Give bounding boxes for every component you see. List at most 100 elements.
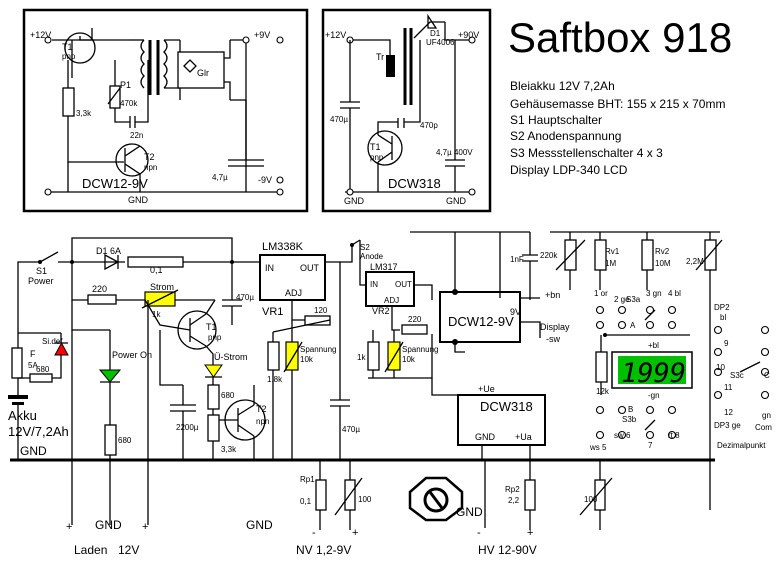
label-nv: NV 1,2-9V — [296, 543, 351, 557]
dcw12-t2-type: npn — [144, 163, 157, 172]
label-rp2: Rp2 — [505, 485, 520, 494]
dcw12-out-pos: +9V — [254, 30, 270, 40]
terminal-minus: - — [477, 527, 481, 539]
label-spannung: Spannung — [300, 345, 336, 354]
label-10k2: 10k — [402, 355, 416, 364]
label-dp2bl: bl — [720, 313, 726, 322]
main-schematic: GND — [8, 231, 772, 557]
label-power-on: Power On — [112, 350, 152, 360]
label-1k: 1k — [152, 310, 161, 319]
label-s3c: S3c — [730, 371, 744, 380]
label-s2: S2 — [360, 243, 370, 252]
dcw12-glr-label: Glr — [197, 68, 209, 78]
label-power: Power — [28, 276, 54, 286]
label-18k: 1,8k — [267, 375, 283, 384]
label-lm338: LM338K — [262, 241, 304, 253]
label-gn: gn — [762, 411, 771, 420]
label-p10: 10 — [716, 363, 725, 372]
spec-line: Gehäusemasse BHT: 155 x 215 x 70mm — [510, 97, 725, 111]
label-p7: 7 — [648, 441, 653, 450]
label-r33k: 3,3k — [221, 445, 237, 454]
spec-list: Bleiakku 12V 7,2Ah Gehäusemasse BHT: 155… — [510, 79, 725, 177]
dcw12-c-value: 22n — [130, 131, 143, 140]
label-9v: 9V — [510, 307, 521, 317]
terminal-plus: + — [142, 521, 148, 533]
label-t2: T2 — [256, 404, 267, 414]
label-c2200: 2200µ — [176, 423, 199, 432]
label-rp2-val: 2,2 — [508, 496, 520, 505]
label-dezimalpunkt: Dezimalpunkt — [717, 441, 766, 450]
dcw318-c-fb: 470p — [420, 121, 438, 130]
label-si-def: Si.def — [42, 337, 63, 346]
dcw318-vcc: +12V — [325, 30, 346, 40]
label-p6sw: sw 6 — [614, 431, 631, 440]
inset-dcw12-9v: +12V T1 pnp P1 470k 3,3k 22n T2 npn Glr … — [22, 8, 309, 213]
spec-line: S2 Anodenspannung — [510, 129, 621, 143]
label-12k: 12k — [596, 387, 610, 396]
label-p4bl: 4 bl — [668, 289, 681, 298]
dcw318-d1-type: UF4006 — [426, 38, 455, 47]
label-p5ws: ws 5 — [589, 443, 607, 452]
label-minusgn: -gn — [648, 391, 660, 400]
label-vr1: VR1 — [262, 306, 283, 318]
dcw12-out-neg: -9V — [258, 175, 272, 185]
label-minus-sw: -sw — [546, 334, 560, 344]
label-t1-type: pnp — [208, 333, 222, 342]
dcw318-t1: T1 — [370, 142, 381, 152]
dcw318-d1: D1 — [430, 29, 441, 38]
dcw12-p1-label: P1 — [120, 80, 131, 90]
label-u-strom: Ü-Strom — [214, 352, 248, 362]
dcw12-c-out: 4,7µ — [212, 173, 228, 182]
label-1nf: 1nF — [510, 255, 524, 264]
label-dcw318: DCW318 — [480, 399, 533, 414]
label-gnd-mid: GND — [456, 505, 483, 519]
label-spannung2: Spannung — [402, 345, 438, 354]
label-plusbl: +bl — [648, 341, 659, 350]
label-adj: ADJ — [285, 288, 302, 298]
label-r680: 680 — [118, 436, 132, 445]
label-in: IN — [265, 263, 274, 273]
label-r100a: 100 — [358, 495, 372, 504]
dcw12-name: DCW12-9V — [82, 176, 148, 191]
spec-line: S1 Hauptschalter — [510, 113, 602, 127]
dcw12-t1-type: pnp — [62, 52, 76, 61]
label-hv: HV 12-90V — [478, 543, 537, 557]
label-r220b: 220 — [408, 315, 422, 324]
label-s1: S1 — [36, 266, 47, 276]
label-com: Com — [755, 423, 772, 432]
dcw12-t1-label: T1 — [62, 42, 73, 52]
label-rv2-val: 10M — [655, 259, 671, 268]
dcw12-r-value: 3,3k — [76, 109, 92, 118]
s3a-switch — [595, 305, 690, 337]
s3b-switch — [595, 405, 677, 440]
dcw12-p1-value: 470k — [120, 99, 138, 108]
label-t2-type: npn — [256, 417, 269, 426]
label-d1: D1 6A — [96, 246, 121, 256]
label-p3gn: 3 gn — [646, 289, 662, 298]
label-laden: Laden — [74, 543, 107, 557]
lcd-readout: 1999 — [621, 358, 686, 389]
label-rv2: Rv2 — [655, 247, 670, 256]
label-pc: C — [764, 371, 770, 380]
label-fuse: F — [30, 349, 36, 359]
label-vr2: VR2 — [372, 306, 390, 316]
label-ue: +Ue — [478, 384, 495, 394]
label-p9: 9 — [724, 339, 729, 348]
label-p2ge: 2 ge — [614, 295, 630, 304]
label-s3a: S3a — [626, 295, 641, 304]
label-220k: 220k — [540, 251, 558, 260]
label-p11: 11 — [724, 383, 733, 392]
label-display: Display — [540, 322, 570, 332]
label-lm317: LM317 — [370, 262, 398, 272]
dcw318-name: DCW318 — [388, 176, 441, 191]
dcw12-t2-label: T2 — [144, 152, 155, 162]
label-in2: IN — [370, 280, 378, 289]
label-plus-bn: +bn — [545, 290, 560, 300]
label-akku-val: 12V/7,2Ah — [8, 424, 69, 439]
label-fuse-val: 5A — [28, 361, 38, 370]
label-r680: 680 — [36, 365, 50, 374]
dcw12-gnd: GND — [128, 195, 149, 205]
label-dcw12: DCW12-9V — [448, 314, 514, 329]
label-c470b: 470µ — [342, 425, 360, 434]
